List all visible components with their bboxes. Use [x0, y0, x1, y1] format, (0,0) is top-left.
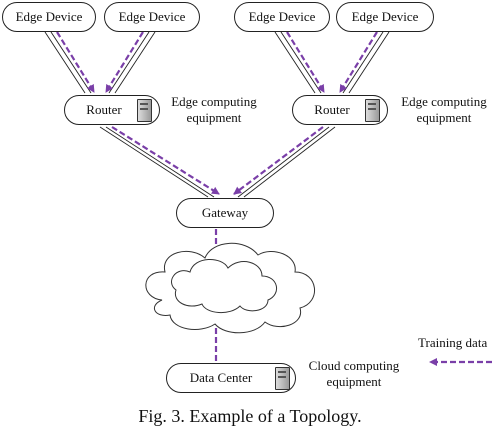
- router-2-label: Router: [314, 102, 350, 117]
- training-arrow-device1: [56, 31, 95, 93]
- edge-device-2-label: Edge Device: [118, 9, 186, 24]
- router-1-label: Router: [86, 102, 122, 117]
- training-arrow-device3: [286, 31, 325, 93]
- link-router2-gateway-b: [243, 126, 336, 198]
- edge-device-3-label: Edge Device: [248, 9, 316, 24]
- link-router1-gateway-b: [105, 126, 215, 198]
- gateway-label: Gateway: [201, 205, 249, 220]
- link-device2-router1: [108, 31, 150, 94]
- link-router2-gateway: [237, 126, 330, 198]
- cloud-equipment-line-2: equipment: [326, 374, 382, 389]
- training-arrow-device4: [339, 31, 378, 93]
- link-device4-router2-b: [348, 31, 390, 94]
- edge-equipment-label-1: Edge computing equipment: [164, 94, 264, 126]
- link-device3-router2-b: [280, 31, 322, 94]
- cloud-icon: [145, 242, 316, 334]
- edge-equipment-line-1: Edge computing: [401, 94, 487, 109]
- router-1: Router: [64, 95, 160, 125]
- edge-device-2: Edge Device: [104, 2, 200, 32]
- edge-device-1: Edge Device: [2, 2, 96, 32]
- gateway-node: Gateway: [176, 198, 274, 228]
- cloud-equipment-line-1: Cloud computing: [308, 358, 400, 373]
- link-device1-router1: [44, 31, 86, 94]
- link-device1-router1-b: [50, 31, 92, 94]
- edge-equipment-line-2: equipment: [186, 110, 242, 125]
- data-center-node: Data Center: [166, 363, 296, 393]
- server-icon: [365, 99, 380, 122]
- server-icon: [275, 367, 290, 390]
- edge-device-1-label: Edge Device: [15, 9, 83, 24]
- link-device3-router2: [274, 31, 316, 94]
- cloud-equipment-label: Cloud computing equipment: [302, 358, 406, 390]
- data-center-label: Data Center: [189, 370, 253, 385]
- router-2: Router: [292, 95, 388, 125]
- training-arrow-router1: [111, 126, 220, 195]
- edge-equipment-line-1: Edge computing: [171, 94, 257, 109]
- training-arrow-device2: [105, 31, 144, 93]
- training-arrow-router2: [233, 126, 324, 195]
- edge-device-3: Edge Device: [234, 2, 330, 32]
- legend-label: Training data: [418, 335, 488, 350]
- link-router1-gateway: [99, 126, 209, 198]
- server-icon: [137, 99, 152, 122]
- edge-device-4: Edge Device: [336, 2, 434, 32]
- link-device2-router1-b: [114, 31, 156, 94]
- link-device4-router2: [342, 31, 384, 94]
- edge-device-4-label: Edge Device: [351, 9, 419, 24]
- edge-equipment-label-2: Edge computing equipment: [392, 94, 496, 126]
- figure-caption: Fig. 3. Example of a Topology.: [138, 406, 362, 426]
- edge-equipment-line-2: equipment: [416, 110, 472, 125]
